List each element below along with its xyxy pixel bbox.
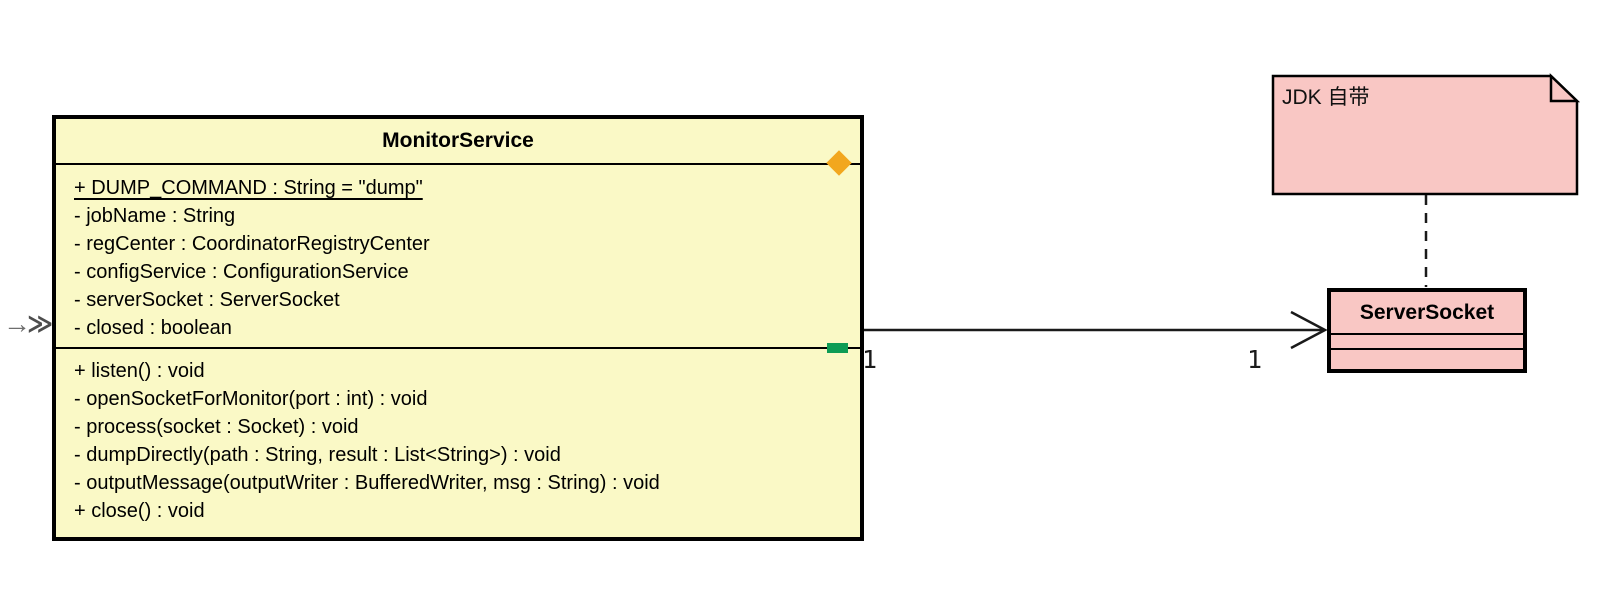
green-square-icon <box>827 343 848 353</box>
class-box-monitorservice: MonitorService + DUMP_COMMAND : String =… <box>52 115 864 541</box>
double-chevron-icon: ≫ <box>27 310 54 338</box>
fields-compartment: + DUMP_COMMAND : String = "dump" - jobNa… <box>56 163 860 347</box>
serversocket-empty-methods-compartment <box>1331 348 1523 369</box>
note-fold-icon <box>1549 73 1581 103</box>
class-title-monitorservice: MonitorService <box>382 129 534 152</box>
class-box-serversocket: ServerSocket <box>1327 288 1527 373</box>
note-text: JDK 自带 <box>1282 86 1370 109</box>
class-title-serversocket: ServerSocket <box>1359 301 1495 324</box>
multiplicity-source-label: 1 <box>862 345 878 374</box>
serversocket-empty-fields-compartment <box>1331 333 1523 348</box>
field-serversocket: - serverSocket : ServerSocket <box>74 289 340 311</box>
method-outputmessage: - outputMessage(outputWriter : BufferedW… <box>74 472 660 494</box>
field-regcenter: - regCenter : CoordinatorRegistryCenter <box>74 233 430 255</box>
field-closed: - closed : boolean <box>74 317 232 339</box>
cursor-arrow-icon: → ≫ <box>3 306 53 342</box>
arrow-glyph-icon: → <box>3 308 31 339</box>
field-configservice: - configService : ConfigurationService <box>74 261 409 283</box>
method-close: + close() : void <box>74 500 205 522</box>
multiplicity-target-label: 1 <box>1247 345 1263 374</box>
method-opensocketformonitor: - openSocketForMonitor(port : int) : voi… <box>74 388 428 410</box>
field-dump-command: + DUMP_COMMAND : String = "dump" <box>74 177 423 199</box>
field-jobname: - jobName : String <box>74 205 236 227</box>
association-arrowhead-icon <box>1290 310 1328 350</box>
method-listen: + listen() : void <box>74 360 205 382</box>
method-process: - process(socket : Socket) : void <box>74 416 359 438</box>
methods-compartment: + listen() : void - openSocketForMonitor… <box>56 347 860 537</box>
method-dumpdirectly: - dumpDirectly(path : String, result : L… <box>74 444 561 466</box>
